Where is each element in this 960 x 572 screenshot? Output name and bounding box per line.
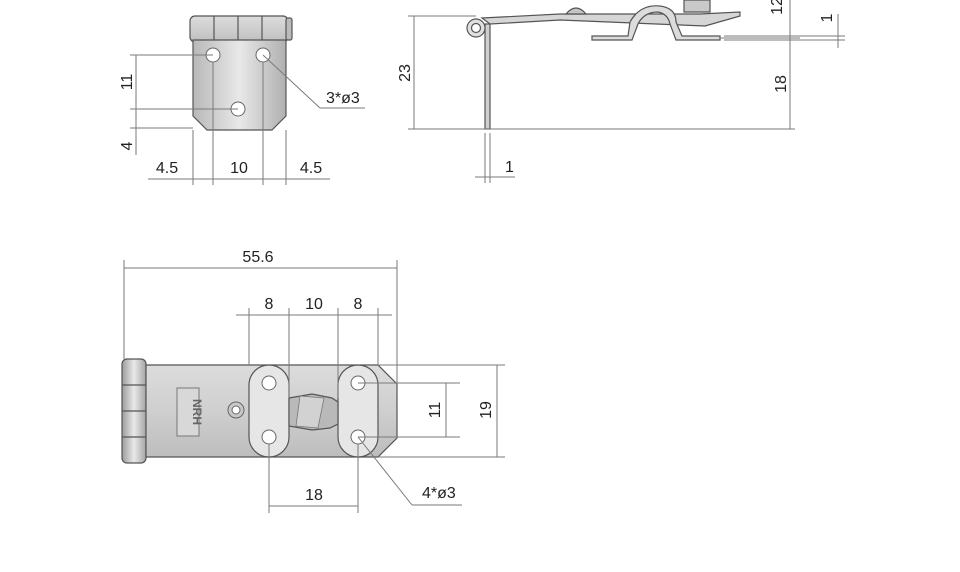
hasp-dim-11: 11: [427, 402, 444, 419]
hinge-dim-10: 10: [230, 160, 248, 177]
hasp-dim-55-6: 55.6: [242, 249, 273, 266]
hasp-hole: [261, 375, 277, 391]
hasp-dim-18: 18: [305, 487, 323, 504]
hinge-dim-4-5-left: 4.5: [156, 160, 178, 177]
hasp-hole: [261, 429, 277, 445]
side-dimensions: 23 18 12 1 1: [397, 0, 845, 183]
hasp-logo: [176, 387, 200, 437]
side-dim-12: 12: [769, 0, 786, 15]
hinge-top-view: 11 4 4.5 10 4.5 3*ø3: [119, 15, 365, 185]
hasp-dim-8-left: 8: [265, 296, 274, 313]
hasp-hole-callout: 4*ø3: [422, 485, 456, 502]
hasp-front-view: NRH 55.6 8 10 8: [121, 249, 505, 513]
hinge-dimensions: 11 4 4.5 10 4.5 3*ø3: [119, 54, 365, 185]
hinge-dim-4-5-right: 4.5: [300, 160, 322, 177]
side-vertical-plate: [484, 23, 491, 130]
hasp-dim-8-right: 8: [354, 296, 363, 313]
side-dim-1-right: 1: [819, 13, 836, 22]
side-dim-23: 23: [397, 64, 414, 82]
hasp-dim-10: 10: [305, 296, 323, 313]
hasp-dim-19: 19: [478, 401, 495, 419]
hinge-knuckle: [189, 15, 289, 43]
side-dim-18: 18: [773, 75, 790, 93]
hasp-dimensions: 55.6 8 10 8 11 19 18 4*ø3: [123, 249, 505, 513]
hasp-side-view: 23 18 12 1 1: [397, 0, 845, 183]
hinge-dim-4: 4: [119, 141, 136, 150]
hinge-dim-11: 11: [119, 74, 136, 91]
side-top-plate: [480, 11, 741, 27]
hinge-hole-callout: 3*ø3: [326, 90, 360, 107]
side-dim-1-bottom: 1: [505, 159, 514, 176]
hasp-logo-text: NRH: [190, 399, 204, 425]
